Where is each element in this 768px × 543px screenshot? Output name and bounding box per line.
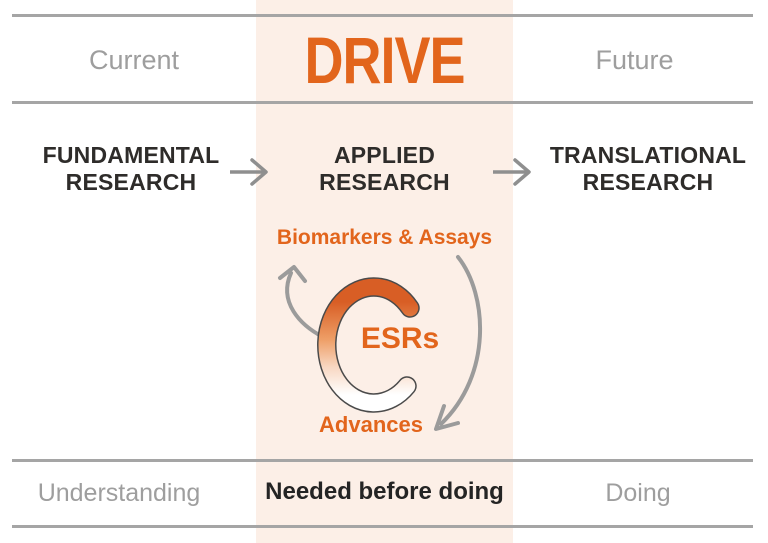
timeline-label-future: Future (595, 45, 674, 75)
footer-label-needed-before-doing: Needed before doing (265, 478, 504, 505)
right-arrow-icon (493, 158, 531, 186)
timeline-label-current: Current (88, 45, 180, 75)
advances-label: Advances (319, 412, 423, 437)
esr-cycle-graphic (278, 255, 483, 431)
cycle-arrow-down-icon (434, 255, 483, 431)
drive-title: DRIVE (304, 24, 465, 98)
separator-line-header-bottom (12, 101, 753, 104)
applied-research-label: APPLIED RESEARCH (319, 142, 450, 195)
separator-line-top (12, 14, 753, 17)
gradient-c-ring (317, 277, 420, 413)
esrs-label: ESRs (360, 322, 440, 355)
cycle-arrow-up-icon (278, 265, 325, 339)
translational-research-label: TRANSLATIONAL RESEARCH (549, 142, 747, 195)
separator-line-bottom (12, 525, 753, 528)
footer-label-understanding: Understanding (37, 479, 201, 507)
right-arrow-icon (230, 158, 268, 186)
separator-line-footer-top (12, 459, 753, 462)
footer-label-doing: Doing (605, 479, 671, 507)
fundamental-research-label: FUNDAMENTAL RESEARCH (42, 142, 220, 195)
biomarkers-assays-label: Biomarkers & Assays (276, 226, 493, 249)
